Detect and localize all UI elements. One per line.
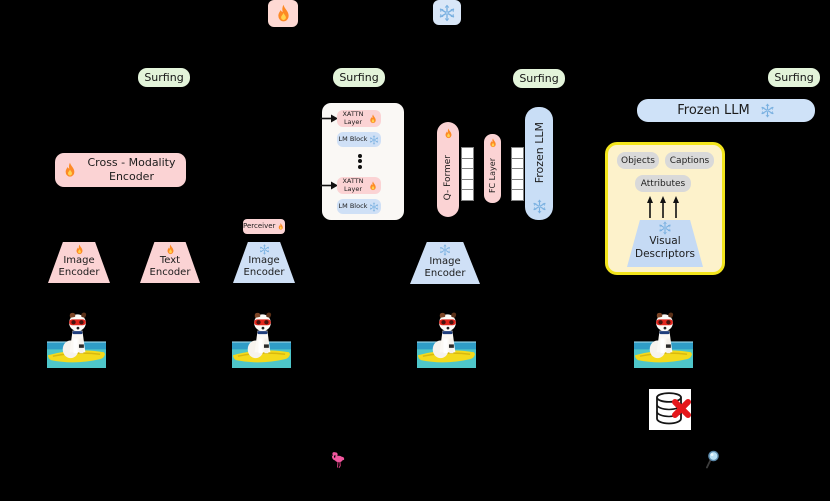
legend-frozen	[433, 0, 461, 25]
cross-modality-encoder-box: Cross - Modality Encoder	[55, 153, 186, 187]
fire-icon	[443, 128, 454, 139]
output-label: Surfing	[774, 71, 814, 84]
ellipsis-dots	[357, 152, 363, 170]
xattn-layer-label: XATTN Layer	[342, 110, 364, 126]
no-pretraining-data-box	[649, 389, 691, 430]
xattn-layer-1: XATTN Layer	[337, 110, 381, 127]
snowflake-icon	[369, 202, 379, 212]
output-label: Surfing	[339, 71, 379, 84]
fire-icon	[368, 181, 378, 191]
fire-icon	[62, 162, 78, 178]
fire-icon	[165, 244, 176, 255]
perceiver-label: Perceiver	[243, 221, 276, 230]
frozen-llm-pill: Frozen LLM	[637, 99, 815, 122]
fire-icon	[277, 222, 285, 231]
perceiver-pill: Perceiver	[243, 219, 285, 234]
image-encoder-c: Image Encoder	[410, 242, 480, 284]
snowflake-icon	[532, 199, 547, 214]
tag-objects: Objects	[617, 152, 659, 169]
database-crossed-icon	[649, 389, 691, 430]
snowflake-icon	[760, 103, 775, 118]
lm-block-label: LM Block	[338, 134, 368, 143]
output-badge-c: Surfing	[513, 69, 565, 88]
snowflake-icon	[259, 244, 270, 255]
fc-layer-box: FC Layer	[484, 134, 501, 203]
token-stack-1	[461, 147, 474, 201]
tag-label: Objects	[620, 155, 655, 166]
output-badge-d: Surfing	[768, 68, 820, 87]
text-encoder-label: Text Encoder	[149, 255, 191, 278]
dog-surfing-photo	[417, 309, 476, 368]
text-encoder-a: Text Encoder	[140, 242, 200, 283]
output-badge-a: Surfing	[138, 68, 190, 87]
image-encoder-label: Image Encoder	[58, 255, 100, 278]
dog-surfing-photo	[232, 309, 291, 368]
xattn-layer-2: XATTN Layer	[337, 177, 381, 194]
image-encoder-b: Image Encoder	[233, 242, 295, 283]
tag-label: Captions	[669, 155, 710, 166]
q-former-label: Q- Former	[443, 155, 453, 201]
dog-surfing-photo	[47, 309, 106, 368]
magnifying-glass-icon	[703, 450, 720, 470]
snowflake-icon	[439, 244, 451, 256]
visual-descriptors-label: Visual Descriptors	[634, 235, 696, 260]
tag-captions: Captions	[665, 152, 714, 169]
snowflake-icon	[658, 221, 672, 235]
image-encoder-label: Image Encoder	[243, 255, 285, 278]
q-former-box: Q- Former	[437, 122, 459, 217]
lm-block-2: LM Block	[337, 199, 381, 214]
lm-block-1: LM Block	[337, 132, 381, 147]
cross-modality-encoder-label: Cross - Modality Encoder	[87, 156, 176, 183]
output-label: Surfing	[519, 72, 559, 85]
dog-surfing-photo	[634, 309, 693, 368]
flamingo-icon	[328, 448, 346, 470]
token-stack-2	[511, 147, 524, 201]
frozen-llm-label: Frozen LLM	[532, 122, 546, 184]
arrows-up-icon	[643, 195, 683, 219]
frozen-llm-label: Frozen LLM	[677, 103, 750, 118]
legend-trainable	[268, 0, 298, 27]
visual-descriptors-trapezoid: Visual Descriptors	[627, 220, 703, 267]
output-label: Surfing	[144, 71, 184, 84]
lm-block-label: LM Block	[338, 201, 368, 210]
tag-attributes: Attributes	[635, 175, 691, 192]
snowflake-icon	[369, 135, 379, 145]
fc-layer-label: FC Layer	[488, 157, 497, 194]
image-encoder-label: Image Encoder	[424, 256, 466, 279]
snowflake-icon	[438, 4, 456, 22]
output-badge-b: Surfing	[333, 68, 385, 87]
fire-icon	[274, 4, 293, 23]
visual-descriptors-panel: Objects Captions Attributes Visual Descr…	[605, 142, 725, 275]
fire-icon	[368, 114, 378, 124]
frozen-llm-vertical-box: Frozen LLM	[525, 107, 553, 220]
tag-label: Attributes	[640, 178, 686, 189]
xattn-layer-label: XATTN Layer	[342, 177, 364, 193]
image-encoder-a: Image Encoder	[48, 242, 110, 283]
fire-icon	[74, 244, 85, 255]
fire-icon	[488, 138, 498, 148]
